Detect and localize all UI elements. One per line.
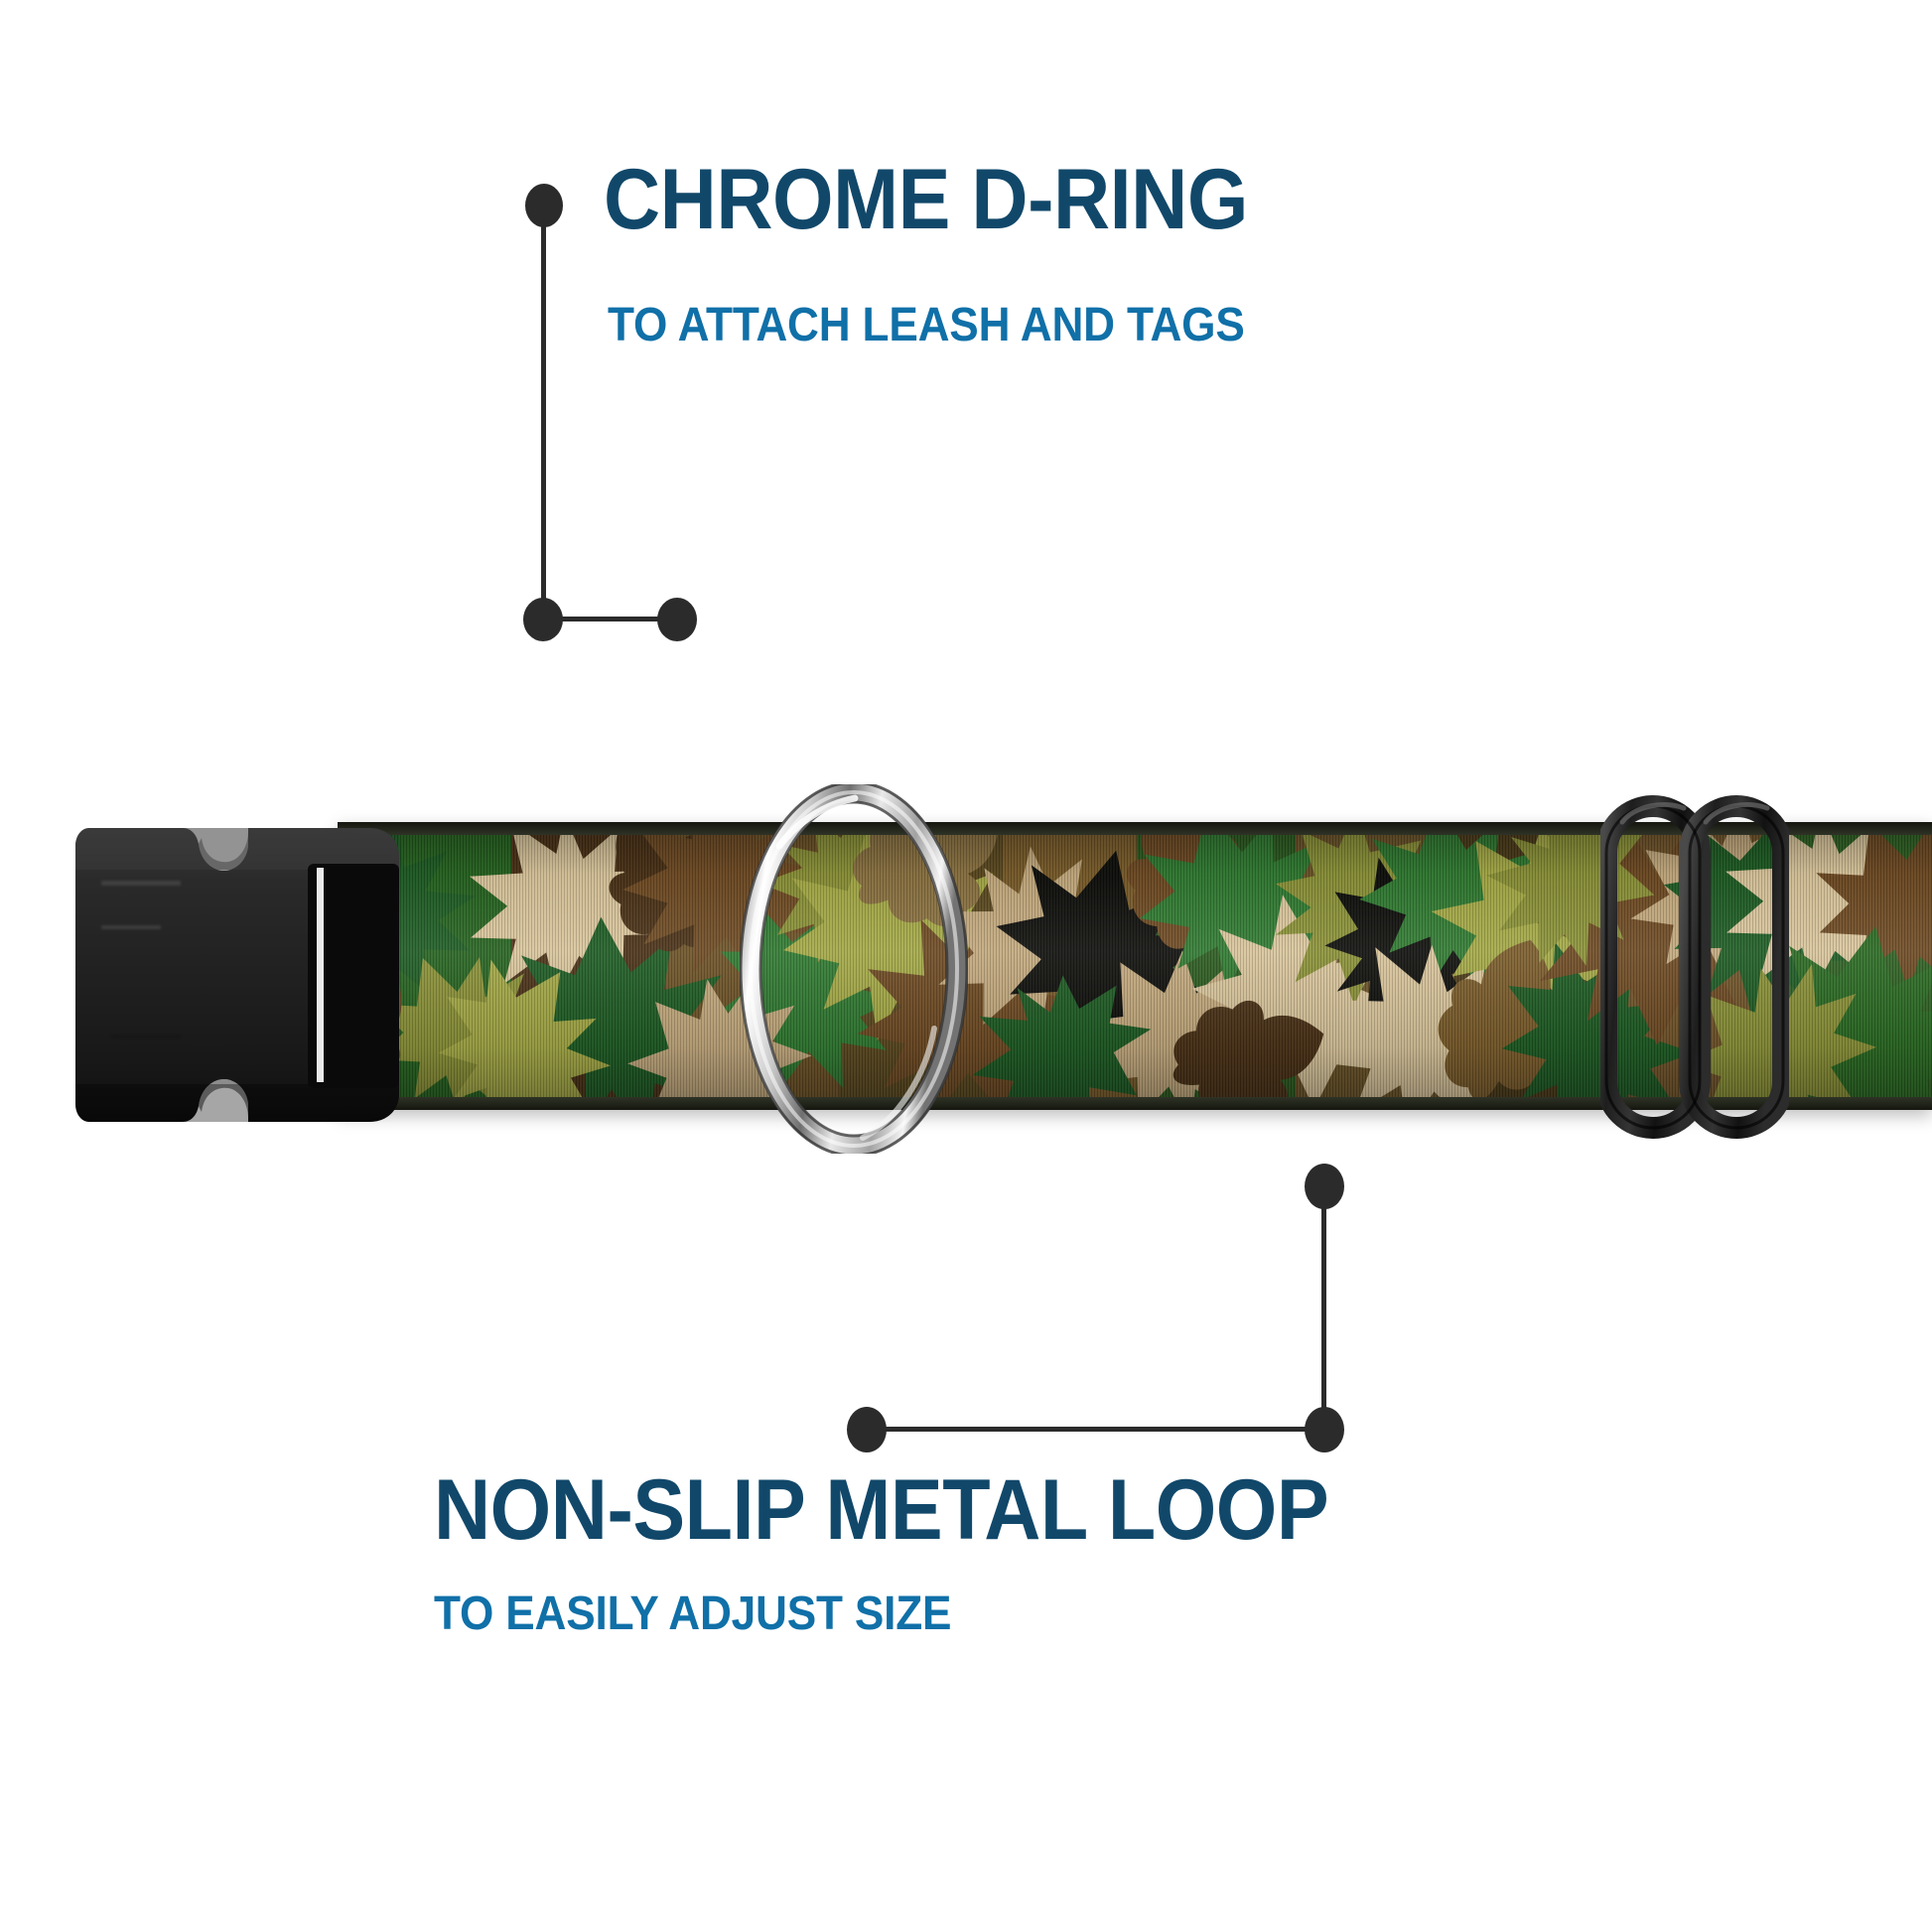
side-release-buckle[interactable] <box>71 786 429 1164</box>
leader-line-dring-vertical <box>541 204 546 619</box>
strap-edge-bottom <box>338 1097 1932 1110</box>
tri-glide-slider[interactable] <box>1600 792 1789 1142</box>
strap-edge-top <box>338 822 1932 835</box>
callout-title-non-slip-metal-loop: NON-SLIP METAL LOOP <box>434 1462 1329 1558</box>
leader-dot-dring-target <box>657 598 697 641</box>
leader-dot-loop-target <box>847 1407 887 1452</box>
leader-line-dring-horizontal <box>556 617 683 621</box>
leader-line-loop-vertical <box>1321 1187 1326 1436</box>
d-ring[interactable] <box>740 784 968 1154</box>
buckle-strap-slot <box>308 864 399 1088</box>
callout-subtitle-chrome-d-ring: TO ATTACH LEASH AND TAGS <box>608 299 1245 351</box>
callout-subtitle-non-slip-metal-loop: TO EASILY ADJUST SIZE <box>434 1587 952 1640</box>
callout-title-chrome-d-ring: CHROME D-RING <box>604 152 1248 247</box>
leader-line-loop-horizontal <box>866 1427 1324 1432</box>
